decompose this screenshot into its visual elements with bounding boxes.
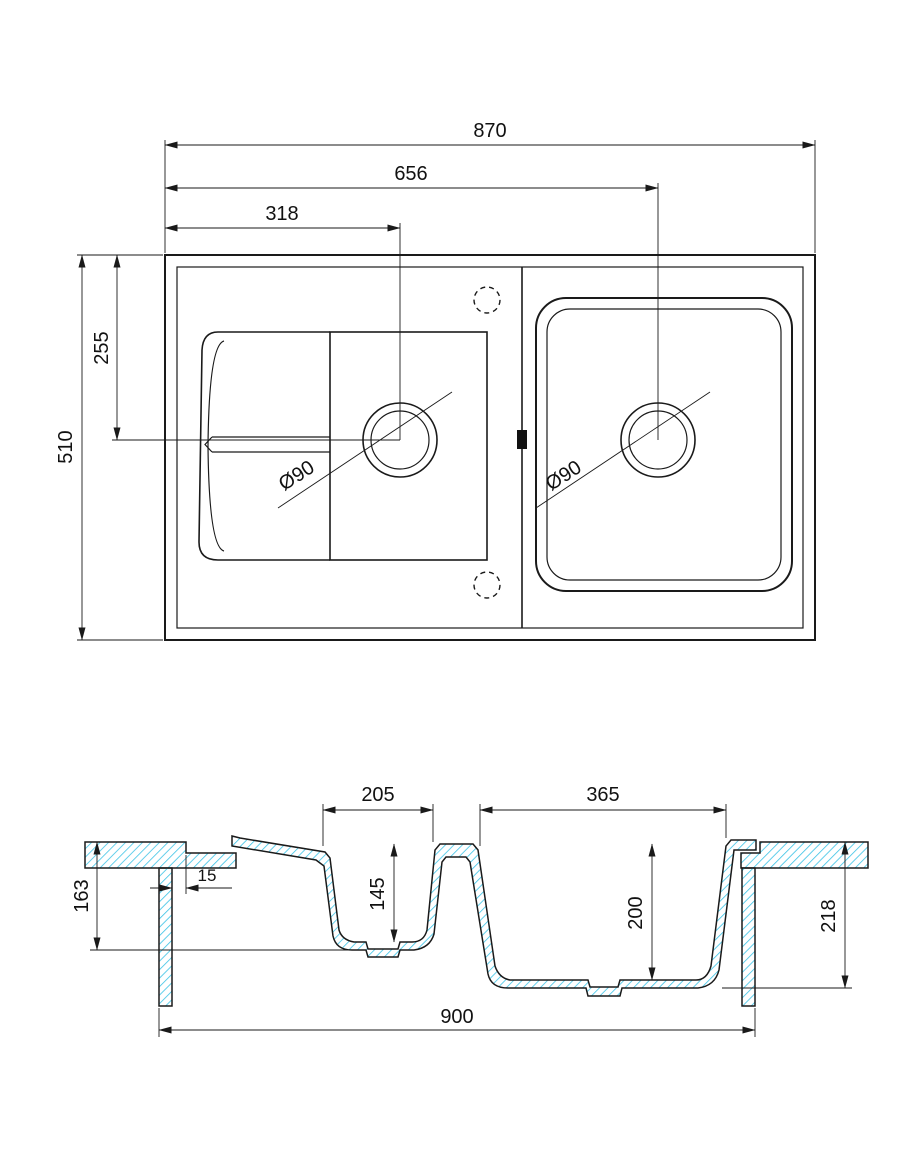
top-view: Ø90 Ø90 870 656 318 510 255 xyxy=(55,120,816,641)
sink-inner-rim xyxy=(176,266,804,629)
sink-outer-rim xyxy=(164,254,816,641)
dim-overall-depth: 510 xyxy=(55,430,77,463)
dim-right-drain-offset: 656 xyxy=(394,163,427,185)
dim-right-bowl-width: 365 xyxy=(586,784,619,806)
dim-left-outer-height: 163 xyxy=(71,879,93,912)
dim-rim-offset: 15 xyxy=(198,866,217,885)
dim-left-bowl-depth: 145 xyxy=(367,877,389,910)
overflow-mark xyxy=(517,430,527,449)
right-leg xyxy=(741,867,756,1007)
left-bowl-opening xyxy=(329,331,488,561)
right-bowl-inner xyxy=(546,308,782,581)
dim-left-drain-diameter: Ø90 xyxy=(275,456,319,495)
section-view: 205 365 163 15 145 200 218 900 xyxy=(71,784,869,1037)
drainboard-inner-edge xyxy=(207,340,225,552)
left-drain-leader xyxy=(277,391,453,509)
dim-right-outer-height: 218 xyxy=(818,899,840,932)
countertop-right-slab xyxy=(740,841,869,869)
dim-overall-width: 870 xyxy=(473,120,506,142)
tap-hole-top xyxy=(473,286,501,314)
right-bowl-outer xyxy=(535,297,793,592)
dim-section-overall-width: 900 xyxy=(440,1006,473,1028)
drainboard-outline xyxy=(198,331,330,561)
dim-left-drain-offset: 318 xyxy=(265,203,298,225)
countertop-left-slab xyxy=(84,841,237,869)
sink-section-profile xyxy=(231,835,757,997)
dim-right-bowl-depth: 200 xyxy=(625,896,647,929)
right-drain-leader xyxy=(535,391,711,509)
tap-hole-bottom xyxy=(473,571,501,599)
left-leg xyxy=(158,867,173,1007)
groove-end-cap xyxy=(204,436,213,453)
dim-left-bowl-width: 205 xyxy=(361,784,394,806)
dim-drain-center-depth: 255 xyxy=(91,331,113,364)
